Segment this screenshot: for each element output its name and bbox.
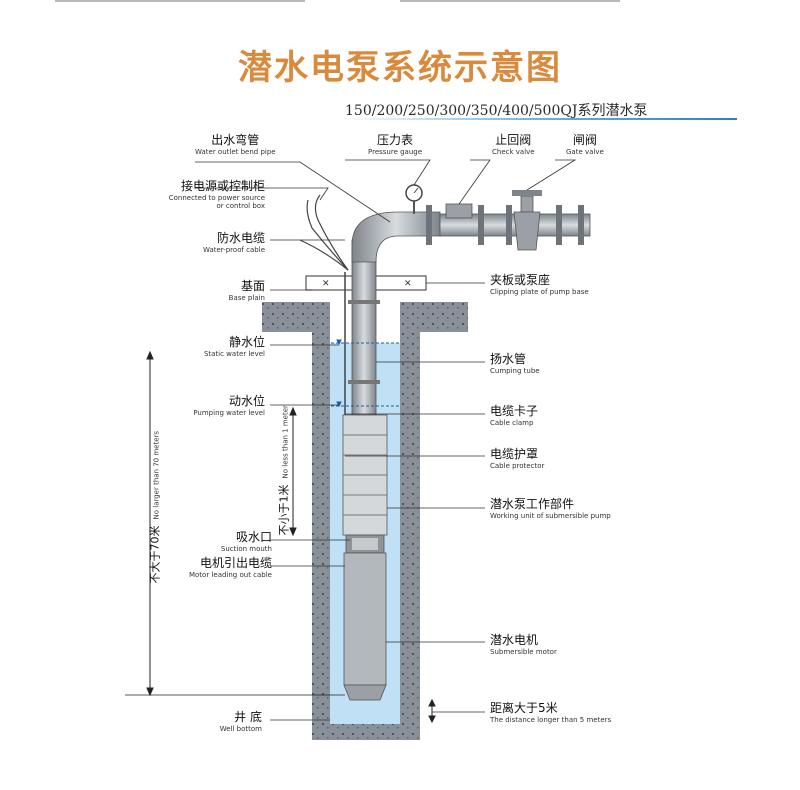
svg-text:✕: ✕ <box>404 279 412 289</box>
label-no-more-70m: 不大于70米No larger than 70 meters <box>148 430 162 584</box>
label-pressure-gauge: 压力表 Pressure gauge <box>368 133 423 156</box>
outlet-bend-pipe <box>351 211 441 263</box>
label-well-bottom: 井 底 Well bottom <box>219 710 262 733</box>
pressure-gauge <box>405 184 423 214</box>
label-base-plain: 基面 Base plain <box>228 279 265 302</box>
label-submersible-motor: 潜水电机 Submersible motor <box>490 633 557 656</box>
label-waterproof-cable: 防水电缆 Water-proof cable <box>202 231 265 254</box>
power-cables <box>299 194 349 271</box>
label-pumping-tube: 扬水管 Cumping tube <box>490 352 540 375</box>
top-divider-right <box>400 0 620 2</box>
gate-valve <box>512 190 542 251</box>
top-divider-left <box>55 0 305 2</box>
label-gate-valve: 闸阀 Gate valve <box>566 133 604 156</box>
submersible-motor <box>343 552 387 701</box>
dimension-lines <box>125 350 436 724</box>
leader-lines <box>195 159 577 721</box>
subtitle-underline <box>342 118 737 120</box>
label-outlet-bend-pipe: 出水弯管 Water outlet bend pipe <box>195 133 276 156</box>
svg-text:✕: ✕ <box>322 279 330 289</box>
well-walls <box>262 302 468 740</box>
check-valve <box>445 203 473 219</box>
label-power-source: 接电源或控制柜 Connected to power source or con… <box>168 179 265 210</box>
label-clipping-plate: 夹板或泵座 Clipping plate of pump base <box>490 273 589 296</box>
label-cable-clamp: 电缆卡子 Cable clamp <box>490 404 539 427</box>
diagram-title: 潜水电泵系统示意图 <box>238 48 562 88</box>
label-no-less-1m: 不小于1米No less than 1 meter <box>277 405 291 536</box>
label-motor-cable: 电机引出电缆 Motor leading out cable <box>188 556 272 579</box>
label-pumping-water-level: 动水位 Pumping water level <box>193 394 265 417</box>
label-check-valve: 止回阀 Check valve <box>492 133 535 156</box>
label-cable-protector: 电缆护罩 Cable protector <box>490 447 545 470</box>
pump-working-unit <box>342 414 388 554</box>
diagram-subtitle: 150/200/250/300/350/400/500QJ系列潜水泵 <box>345 103 648 119</box>
water-level-marks <box>331 339 399 408</box>
label-working-unit: 潜水泵工作部件 Working unit of submersible pump <box>490 497 611 520</box>
label-distance: 距离大于5米 The distance longer than 5 meters <box>490 701 612 724</box>
riser-pipe <box>351 239 377 416</box>
label-static-water-level: 静水位 Static water level <box>203 335 265 358</box>
label-suction-mouth: 吸水口 Suction mouth <box>220 530 272 553</box>
